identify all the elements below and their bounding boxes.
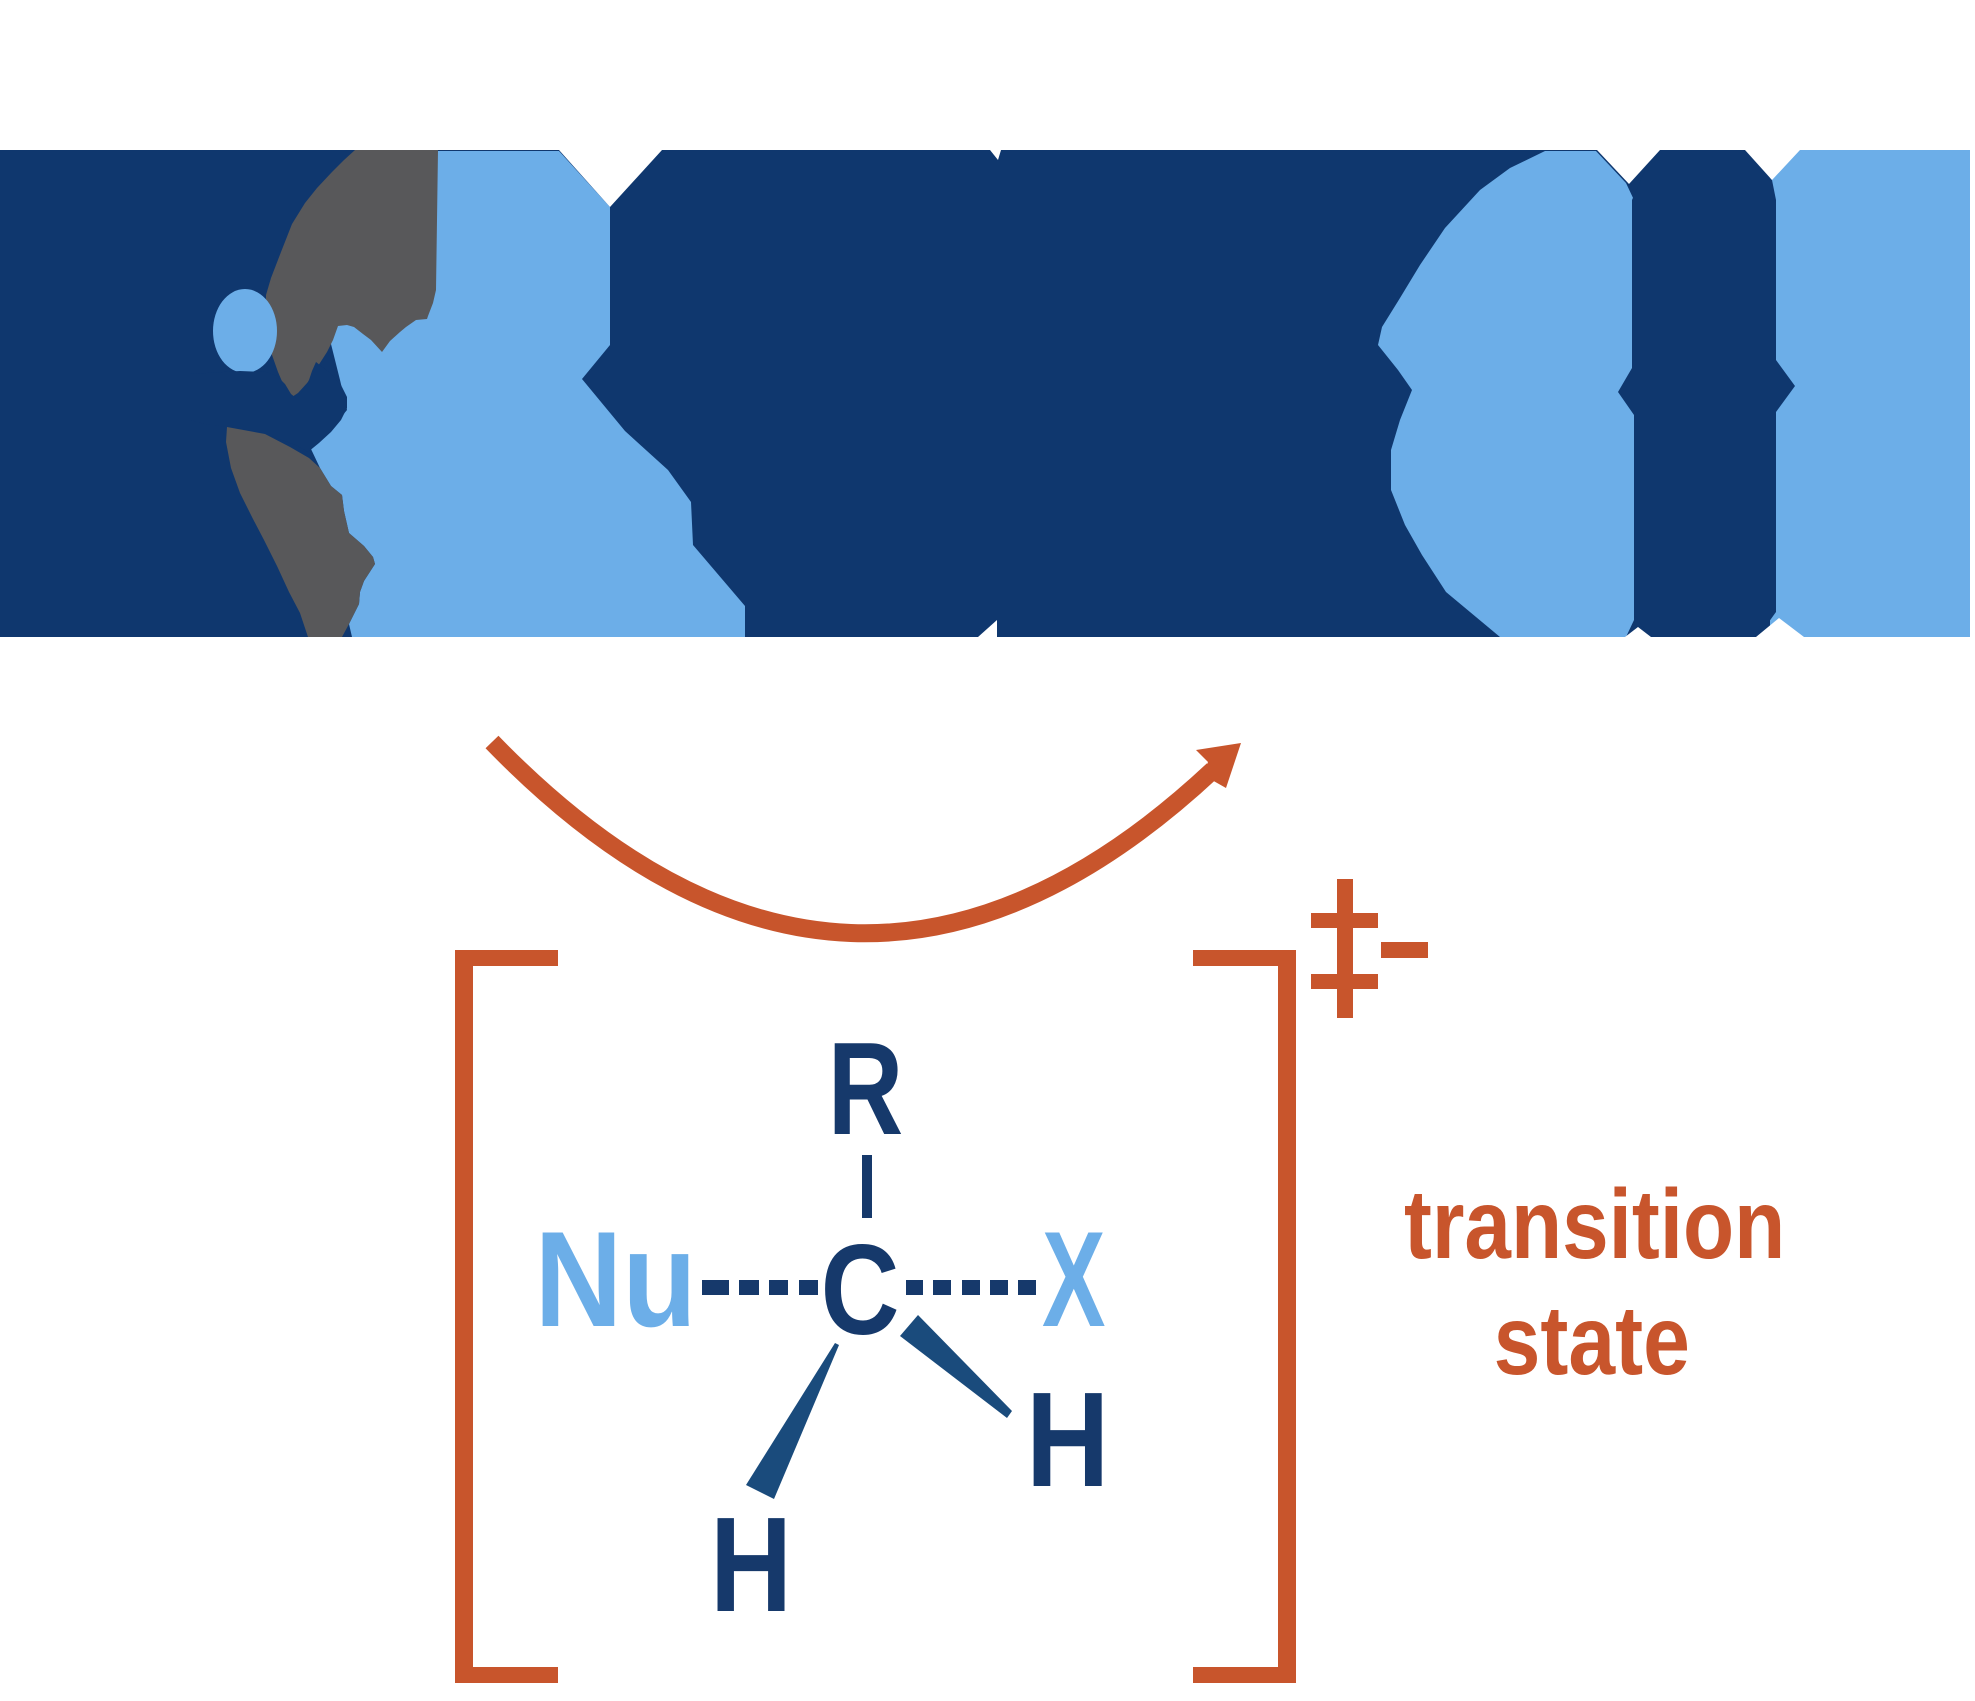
svg-text:transition: transition (1404, 1171, 1785, 1280)
svg-text:H: H (1026, 1364, 1110, 1515)
svg-text:Nu: Nu (535, 1204, 697, 1356)
svg-text:R: R (828, 1015, 904, 1162)
svg-text:X: X (1042, 1203, 1105, 1355)
svg-text:H: H (710, 1490, 792, 1640)
svg-text:state: state (1494, 1286, 1690, 1395)
svg-text:C: C (821, 1219, 900, 1362)
